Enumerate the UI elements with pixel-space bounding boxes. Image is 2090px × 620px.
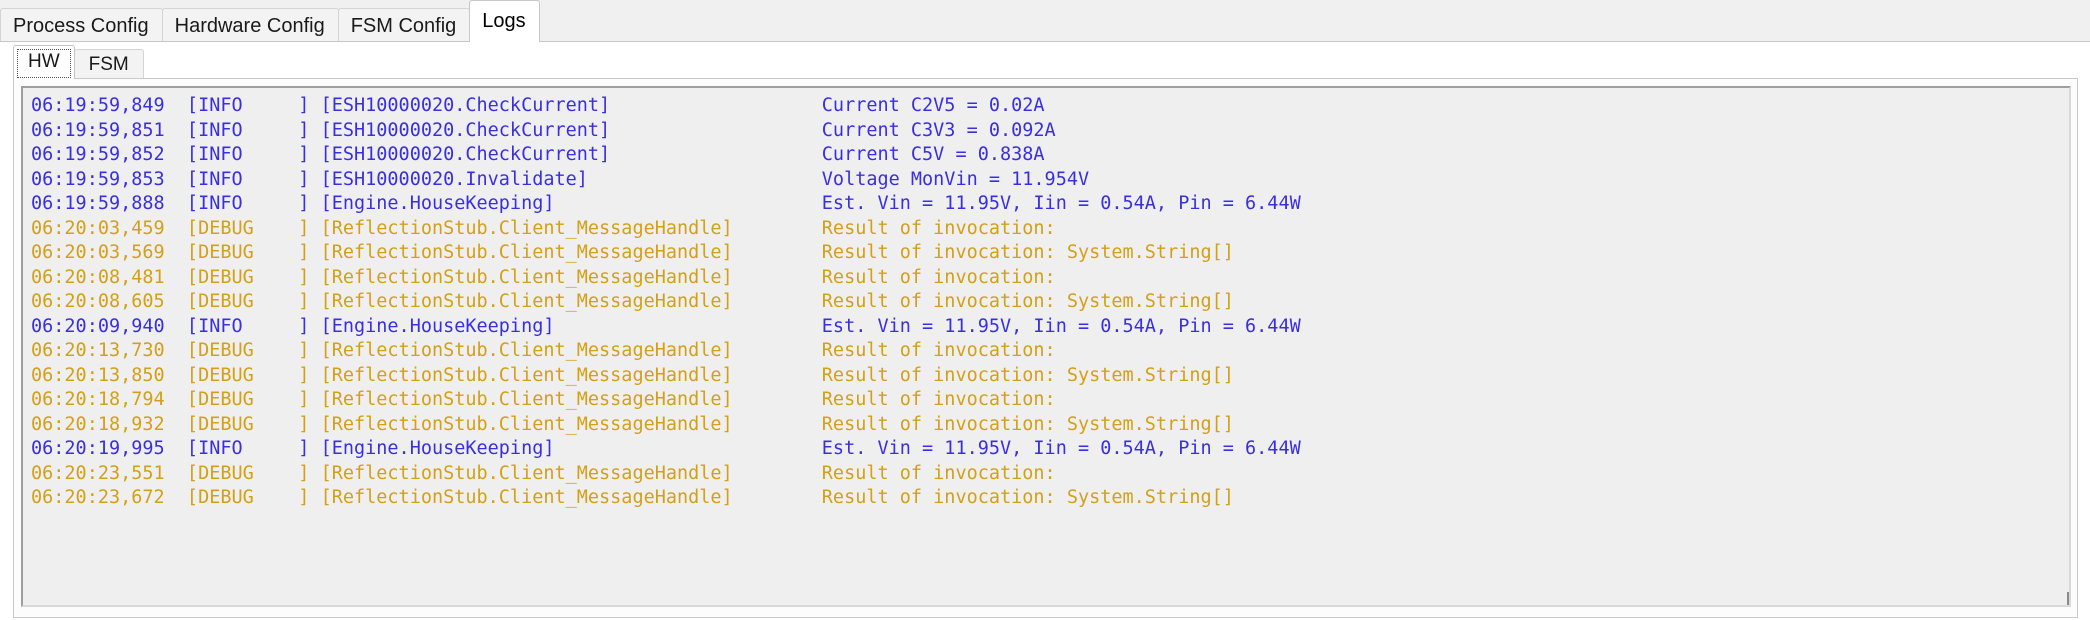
tab-fsm-config[interactable]: FSM Config bbox=[337, 8, 471, 42]
tab-label: Process Config bbox=[13, 15, 149, 37]
log-line: 06:20:03,569 [DEBUG ] [ReflectionStub.Cl… bbox=[31, 242, 1234, 263]
subtab-fsm[interactable]: FSM bbox=[73, 49, 144, 79]
text-caret bbox=[2067, 592, 2069, 605]
tab-label: Hardware Config bbox=[174, 15, 325, 37]
log-line: 06:20:08,605 [DEBUG ] [ReflectionStub.Cl… bbox=[31, 291, 1234, 312]
log-line: 06:19:59,852 [INFO ] [ESH10000020.CheckC… bbox=[31, 144, 1045, 165]
log-line: 06:20:23,551 [DEBUG ] [ReflectionStub.Cl… bbox=[31, 462, 1056, 484]
log-line: 06:20:09,940 [INFO ] [Engine.HouseKeepin… bbox=[31, 315, 1301, 337]
log-line: 06:20:13,850 [DEBUG ] [ReflectionStub.Cl… bbox=[31, 364, 1234, 386]
log-line: 06:19:59,853 [INFO ] [ESH10000020.Invali… bbox=[31, 168, 1090, 190]
main-tabstrip: Process Config Hardware Config FSM Config L… bbox=[0, 0, 2090, 42]
subtab-hw[interactable]: HW bbox=[13, 45, 75, 79]
tab-process-config[interactable]: Process Config bbox=[0, 8, 163, 42]
log-line: 06:20:03,459 [DEBUG ] [ReflectionStub.Cl… bbox=[31, 217, 1056, 239]
tab-hardware-config[interactable]: Hardware Config bbox=[161, 8, 339, 42]
tab-label: FSM Config bbox=[350, 15, 457, 37]
tab-label: Logs bbox=[482, 10, 526, 32]
log-line: 06:19:59,849 [INFO ] [ESH10000020.CheckC… bbox=[31, 95, 1045, 116]
log-line: 06:19:59,851 [INFO ] [ESH10000020.CheckC… bbox=[31, 119, 1056, 141]
log-line: 06:20:19,995 [INFO ] [Engine.HouseKeepin… bbox=[31, 438, 1301, 459]
log-subtabstrip: HW FSM bbox=[13, 45, 144, 79]
log-line: 06:20:18,932 [DEBUG ] [ReflectionStub.Cl… bbox=[31, 413, 1234, 435]
log-line: 06:20:08,481 [DEBUG ] [ReflectionStub.Cl… bbox=[31, 266, 1056, 288]
log-textbox[interactable]: 06:19:59,849 [INFO ] [ESH10000020.CheckC… bbox=[21, 86, 2071, 607]
log-line: 06:20:18,794 [DEBUG ] [ReflectionStub.Cl… bbox=[31, 389, 1056, 410]
tab-logs[interactable]: Logs bbox=[469, 0, 540, 42]
subtab-label: HW bbox=[28, 51, 60, 72]
log-line: 06:20:13,730 [DEBUG ] [ReflectionStub.Cl… bbox=[31, 340, 1056, 361]
subtab-label: FSM bbox=[88, 54, 129, 75]
logs-tab-page: HW FSM 06:19:59,849 [INFO ] [ESH10000020.… bbox=[0, 41, 2090, 620]
log-text-content[interactable]: 06:19:59,849 [INFO ] [ESH10000020.CheckC… bbox=[23, 88, 2069, 605]
log-line: 06:19:59,888 [INFO ] [Engine.HouseKeepin… bbox=[31, 193, 1301, 214]
log-line: 06:20:23,672 [DEBUG ] [ReflectionStub.Cl… bbox=[31, 487, 1234, 508]
hw-log-subtab-page: 06:19:59,849 [INFO ] [ESH10000020.CheckC… bbox=[13, 78, 2078, 618]
